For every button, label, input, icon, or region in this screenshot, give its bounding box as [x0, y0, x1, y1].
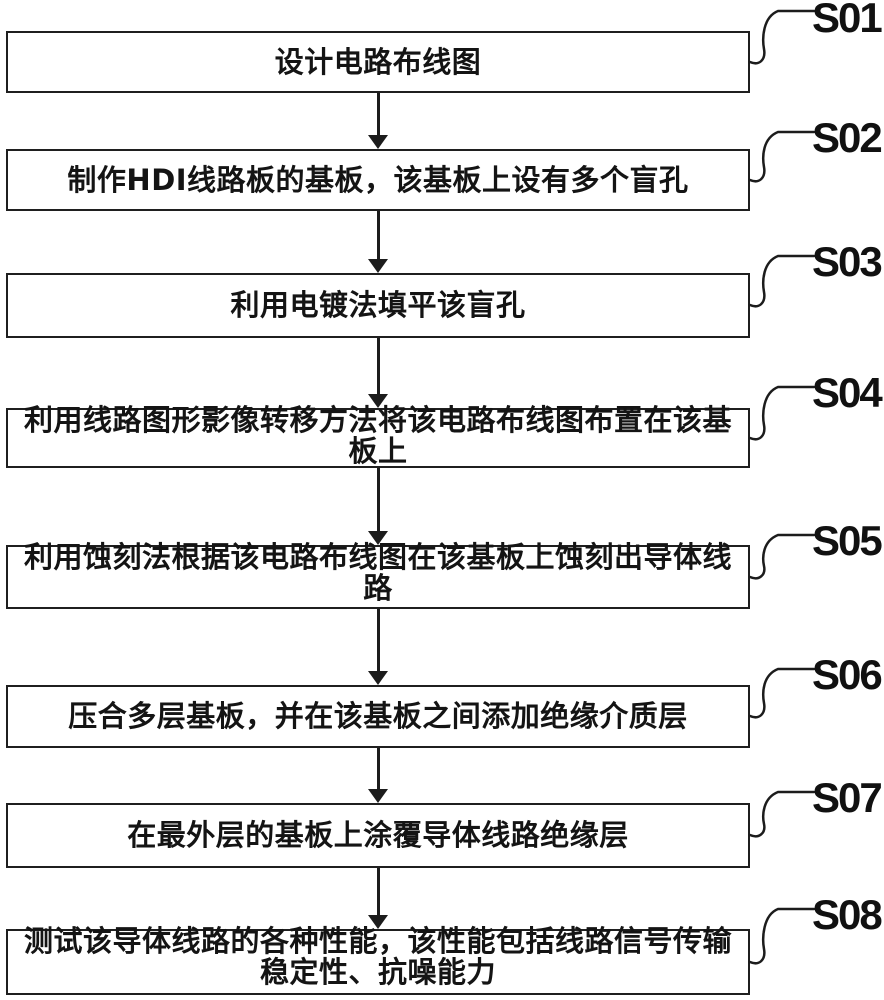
reference-connector-s01	[748, 9, 816, 65]
step-label-s01: S01	[812, 0, 883, 41]
arrow-shaft	[376, 93, 380, 136]
arrow-head-icon	[368, 789, 388, 803]
step-text-s06: 压合多层基板，并在该基板之间添加绝缘介质层	[68, 699, 688, 733]
step-label-s04: S04	[812, 369, 883, 416]
reference-connector-s06	[748, 667, 816, 719]
flow-arrow-1	[368, 93, 388, 149]
step-box-s05: 利用蚀刻法根据该电路布线图在该基板上蚀刻出导体线 路	[6, 540, 750, 609]
step-box-s07: 在最外层的基板上涂覆导体线路绝缘层	[6, 803, 750, 868]
arrow-head-icon	[368, 259, 388, 273]
arrow-head-icon	[368, 135, 388, 149]
arrow-shaft	[376, 468, 380, 532]
step-text-s02: 制作HDI线路板的基板，该基板上设有多个盲孔	[67, 162, 689, 197]
arrow-shaft	[376, 338, 380, 395]
step-text-s07: 在最外层的基板上涂覆导体线路绝缘层	[127, 818, 629, 852]
step-box-s01: 设计电路布线图	[6, 31, 750, 93]
flow-arrow-5	[368, 609, 388, 685]
arrow-head-icon	[368, 671, 388, 685]
step-label-s07: S07	[812, 774, 883, 821]
step-label-s08: S08	[812, 891, 883, 938]
step-label-s02: S02	[812, 114, 883, 161]
step-box-s04: 利用线路图形影像转移方法将该电路布线图布置在该基 板上	[6, 403, 750, 468]
reference-connector-s08	[748, 907, 816, 965]
arrow-head-icon	[368, 394, 388, 408]
step-box-s08: 测试该导体线路的各种性能，该性能包括线路信号传输 稳定性、抗噪能力	[6, 924, 750, 995]
arrow-head-icon	[368, 915, 388, 929]
step-text-s01: 设计电路布线图	[274, 44, 482, 79]
reference-connector-s02	[748, 130, 816, 183]
flow-arrow-2	[368, 211, 388, 273]
reference-connector-s04	[748, 385, 816, 441]
step-text-s03: 利用电镀法填平该盲孔	[230, 288, 526, 322]
flow-arrow-7	[368, 868, 388, 929]
step-label-s03: S03	[812, 238, 883, 285]
flow-arrow-4	[368, 468, 388, 545]
arrow-shaft	[376, 211, 380, 260]
arrow-head-icon	[368, 531, 388, 545]
arrow-shaft	[376, 748, 380, 790]
flow-arrow-3	[368, 338, 388, 408]
step-label-s05: S05	[812, 517, 883, 564]
arrow-shaft	[376, 868, 380, 916]
step-text-s04: 利用线路图形影像转移方法将该电路布线图布置在该基 板上	[23, 403, 732, 468]
step-box-s06: 压合多层基板，并在该基板之间添加绝缘介质层	[6, 685, 750, 748]
step-box-s02: 制作HDI线路板的基板，该基板上设有多个盲孔	[6, 149, 750, 211]
reference-connector-s03	[748, 254, 816, 308]
step-text-s05: 利用蚀刻法根据该电路布线图在该基板上蚀刻出导体线 路	[23, 540, 732, 605]
reference-connector-s05	[748, 533, 816, 580]
flow-arrow-6	[368, 748, 388, 803]
reference-connector-s07	[748, 790, 816, 838]
step-text-s08: 测试该导体线路的各种性能，该性能包括线路信号传输 稳定性、抗噪能力	[23, 924, 732, 989]
step-label-s06: S06	[812, 651, 883, 698]
arrow-shaft	[376, 609, 380, 672]
step-box-s03: 利用电镀法填平该盲孔	[6, 273, 750, 338]
